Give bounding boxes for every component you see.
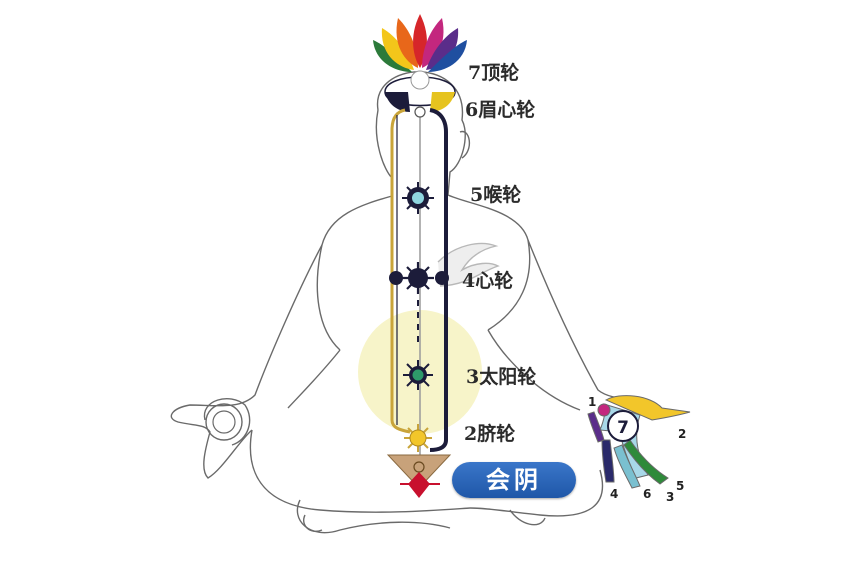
- label-heart: 4心轮: [462, 270, 514, 292]
- label-brow: 6眉心轮: [465, 99, 536, 121]
- label-solar: 3太阳轮: [466, 366, 537, 388]
- heart-chakra-icon: [389, 262, 449, 294]
- finger-number-5: 5: [676, 479, 685, 493]
- finger-number-1: 1: [588, 395, 597, 409]
- brow-point: [414, 106, 426, 118]
- finger-number-2: 2: [678, 427, 687, 441]
- label-crown: 7顶轮: [468, 62, 520, 84]
- root-badge: 会阴: [452, 462, 576, 498]
- finger-number-4: 4: [610, 487, 619, 501]
- label-sacral: 2脐轮: [464, 423, 516, 445]
- hand-circle: [607, 410, 639, 442]
- left-palm-circle: [205, 403, 243, 441]
- sacral-chakra-icon: [404, 424, 432, 452]
- finger-dot-icon: [597, 403, 611, 417]
- finger-number-6: 6: [643, 487, 652, 501]
- root-chakra-icon: [386, 454, 452, 498]
- finger-number-3: 3: [666, 490, 675, 504]
- solar-chakra-icon: [403, 360, 433, 390]
- throat-chakra-icon: [402, 182, 434, 214]
- hand-circle-number: 7: [617, 418, 629, 438]
- lotus-icon: [373, 14, 467, 72]
- right-hand-illustration: 7: [587, 395, 691, 489]
- body-outline: [170, 71, 651, 534]
- label-throat: 5喉轮: [470, 184, 522, 206]
